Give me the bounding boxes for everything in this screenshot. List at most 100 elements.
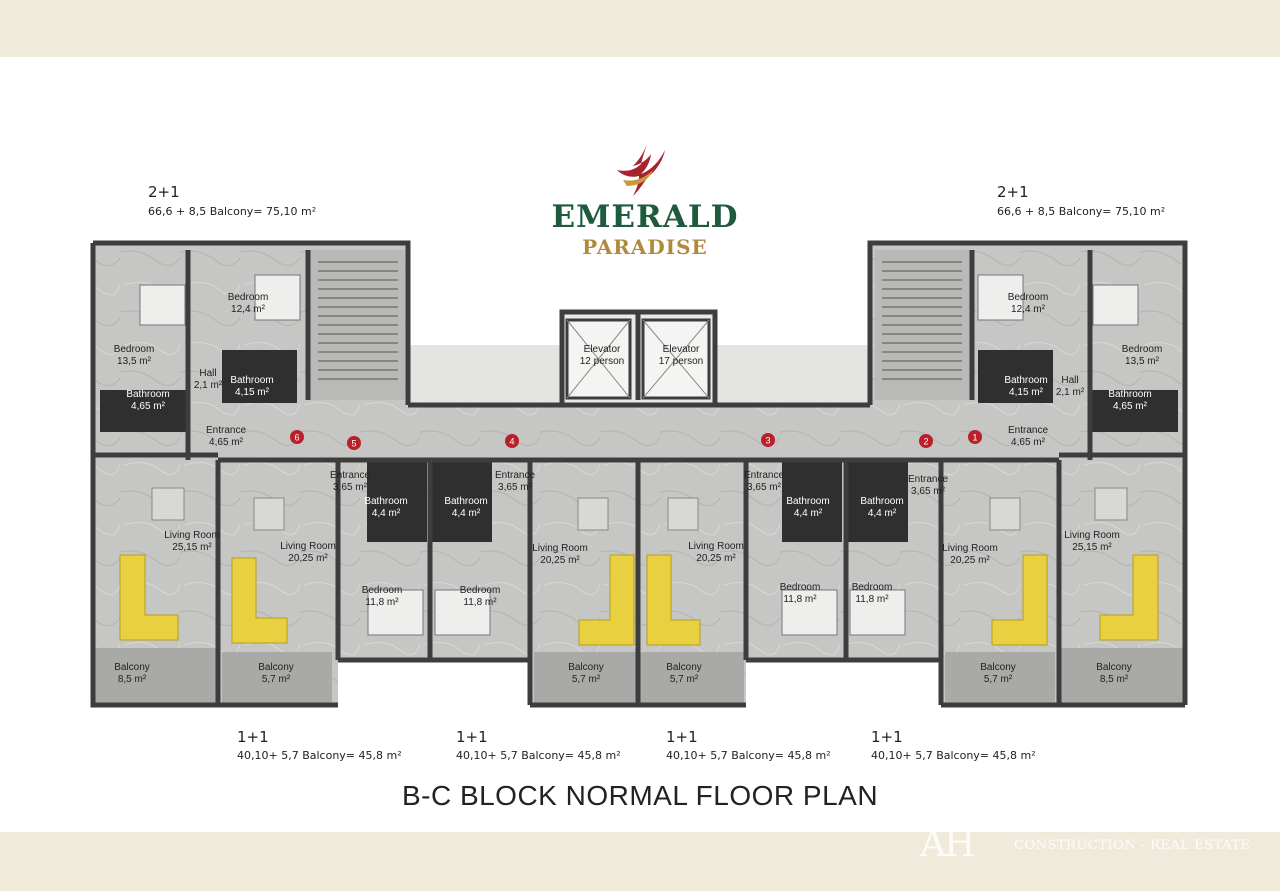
room-name: Living Room (688, 541, 744, 552)
wall (867, 240, 1188, 705)
room-name: Living Room (532, 543, 588, 554)
room-area: 3,65 m² (498, 482, 533, 493)
room-name: Bedroom (228, 292, 269, 303)
room-name: Living Room (1064, 530, 1120, 541)
room-name: Entrance (744, 470, 784, 481)
balcony-floor (93, 648, 218, 705)
entrance-marker (505, 434, 519, 448)
room-area: 2,1 m² (194, 380, 223, 391)
room-area: 8,5 m² (1100, 674, 1129, 685)
bathroom-block (1090, 390, 1178, 432)
watermark-text: CONSTRUCTION - REAL ESTATE (1014, 838, 1251, 853)
room-name: Hall (1061, 375, 1078, 386)
bed (1092, 284, 1139, 326)
room-area: 5,7 m² (670, 674, 699, 685)
sofa (119, 554, 179, 641)
room-name: Bedroom (362, 585, 403, 596)
unit-type-label: 1+1 (237, 728, 269, 746)
unit-type-label: 1+1 (871, 728, 903, 746)
room-area: 4,4 m² (452, 508, 481, 519)
room-area: 13,5 m² (117, 356, 152, 367)
room-area: 20,25 m² (696, 553, 736, 564)
room-name: Entrance (908, 474, 948, 485)
elevator-cross (566, 319, 631, 399)
room-area: 5,7 m² (572, 674, 601, 685)
entrance-marker-number: 6 (294, 433, 299, 443)
bed (139, 284, 186, 326)
room-area: 13,5 m² (1125, 356, 1160, 367)
bed (977, 274, 1024, 321)
room-name: Balcony (568, 662, 604, 673)
room-area: 4,65 m² (1011, 437, 1046, 448)
room-area: 4,4 m² (868, 508, 897, 519)
elevator-cabs (565, 318, 711, 400)
room-area: 4,65 m² (209, 437, 244, 448)
entrance-marker (968, 430, 982, 444)
room-area: 5,7 m² (984, 674, 1013, 685)
bathrooms (100, 350, 1178, 542)
room-area: 17 person (659, 356, 703, 367)
room-name: Elevator (663, 344, 700, 355)
room-area: 4,15 m² (1009, 387, 1044, 398)
room-name: Balcony (980, 662, 1016, 673)
room-area: 4,4 m² (372, 508, 401, 519)
room-area: 11,8 m² (783, 594, 817, 605)
room-area: 25,15 m² (1072, 542, 1112, 553)
room-name: Bedroom (460, 585, 501, 596)
room-name: Bathroom (860, 496, 903, 507)
bottom-band (0, 832, 1280, 891)
unit-area-label: 40,10+ 5,7 Balcony= 45,8 m² (871, 749, 1036, 762)
entrance-marker-number: 5 (351, 439, 356, 449)
watermark: AH CONSTRUCTION - REAL ESTATE (920, 824, 1280, 865)
dining-table (1094, 487, 1128, 521)
room-name: Bathroom (444, 496, 487, 507)
unit-area-label: 40,10+ 5,7 Balcony= 45,8 m² (666, 749, 831, 762)
room-area: 12 person (580, 356, 624, 367)
sofa (646, 554, 701, 646)
entrance-marker (919, 434, 933, 448)
bathroom-block (367, 462, 427, 542)
dining-table (577, 497, 609, 531)
watermark-logo-mark: AH (920, 824, 975, 865)
walls (90, 240, 1188, 708)
room-name: Balcony (258, 662, 294, 673)
unit-area-label: 40,10+ 5,7 Balcony= 45,8 m² (237, 749, 402, 762)
room-name: Bathroom (126, 389, 169, 400)
room-area: 4,65 m² (131, 401, 166, 412)
corridor-void (408, 345, 562, 405)
room-area: 2,1 m² (1056, 387, 1085, 398)
dining-table (151, 487, 185, 521)
room-name: Entrance (206, 425, 246, 436)
room-area: 3,65 m² (747, 482, 782, 493)
unit-area-label: 66,6 + 8,5 Balcony= 75,10 m² (148, 205, 317, 218)
room-area: 11,8 m² (365, 597, 399, 608)
sofa (991, 554, 1048, 646)
room-area: 4,65 m² (1113, 401, 1148, 412)
room-name: Living Room (942, 543, 998, 554)
wall (335, 460, 944, 705)
room-name: Balcony (114, 662, 150, 673)
bed (781, 589, 838, 636)
